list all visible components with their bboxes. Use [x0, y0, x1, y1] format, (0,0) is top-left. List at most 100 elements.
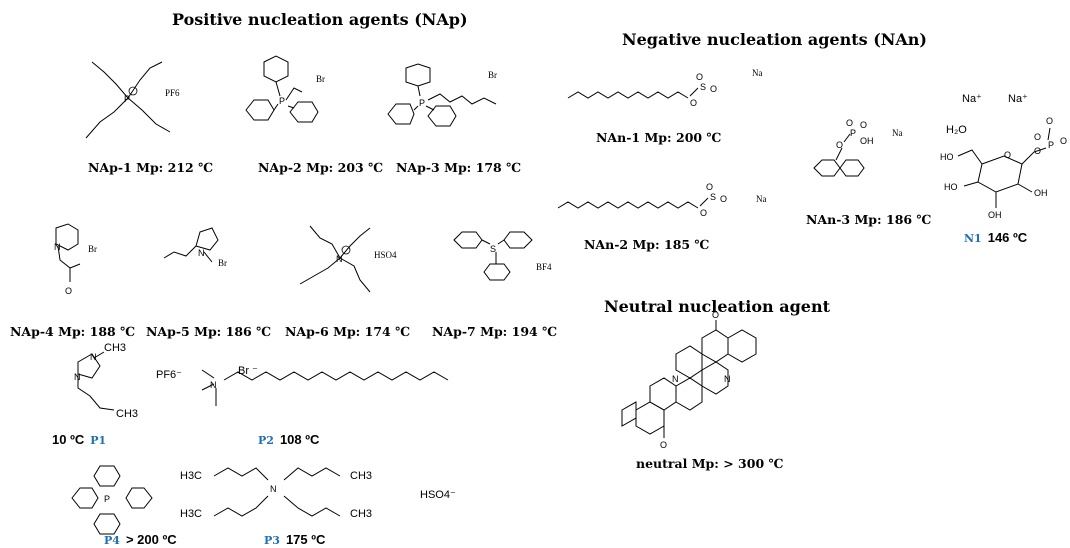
nap5-label: NAp-5 Mp: 186 ℃ — [146, 324, 272, 339]
p3-label: P3 175 ºC — [258, 532, 325, 547]
nap5-counterion: Br — [218, 258, 227, 268]
svg-text:HO: HO — [940, 152, 954, 162]
svg-text:N: N — [198, 248, 205, 258]
svg-text:HO: HO — [944, 182, 958, 192]
svg-text:N: N — [74, 372, 81, 382]
p3-h3c-top: H3C — [180, 470, 203, 482]
svg-text:P: P — [124, 94, 130, 104]
nap3-label: NAp-3 Mp: 178 ℃ — [396, 160, 522, 175]
nap2-label: NAp-2 Mp: 203 ℃ — [258, 160, 384, 175]
p1-temp: 10 ºC — [52, 432, 85, 447]
svg-text:O: O — [660, 440, 667, 450]
p2-temp: 108 ºC — [279, 432, 320, 447]
n1-code: N1 — [964, 232, 982, 245]
n1-water: H₂O — [946, 124, 967, 136]
svg-text:O: O — [706, 182, 713, 192]
p3-ch3-bottom: CH3 — [350, 508, 373, 520]
svg-text:N: N — [54, 242, 61, 252]
svg-text:OH: OH — [1034, 188, 1048, 198]
svg-text:O: O — [720, 194, 727, 204]
nap4-structure: N O — [54, 223, 81, 296]
n1-na-2: Na⁺ — [1008, 93, 1028, 105]
p4-structure: P — [71, 465, 153, 535]
p4-code: P4 — [104, 534, 120, 547]
p2-code: P2 — [258, 434, 274, 447]
svg-text:OH: OH — [988, 210, 1002, 220]
svg-text:P: P — [279, 96, 285, 106]
svg-text:O: O — [1034, 146, 1041, 156]
svg-text:O: O — [836, 140, 843, 150]
nan1-counterion: Na — [752, 68, 763, 78]
n1-label: N1 146 ºC — [958, 230, 1027, 245]
svg-text:O: O — [846, 118, 853, 128]
svg-text:OH: OH — [860, 136, 874, 146]
p1-code: P1 — [90, 434, 107, 447]
nap3-structure: P — [387, 63, 497, 127]
svg-text:S: S — [490, 244, 496, 254]
nap1-structure: P — [85, 61, 171, 139]
heading-positive: Positive nucleation agents (NAp) — [172, 10, 468, 29]
nan2-label: NAn-2 Mp: 185 ℃ — [584, 237, 710, 252]
svg-text:O: O — [710, 84, 717, 94]
p2-structure: N — [201, 369, 449, 406]
neutral-structure: O O N N — [621, 310, 757, 450]
svg-text:N: N — [724, 374, 731, 384]
svg-text:N: N — [270, 484, 277, 494]
p3-h3c-bottom: H3C — [180, 508, 203, 520]
svg-text:O: O — [1060, 136, 1067, 146]
svg-text:O: O — [860, 120, 867, 130]
svg-text:S: S — [700, 82, 706, 92]
nap2-structure: P — [245, 55, 319, 123]
svg-text:O: O — [1034, 132, 1041, 142]
nap6-structure: N — [299, 225, 371, 293]
nap5-structure: N — [163, 227, 219, 263]
nan1-structure: O S O O — [567, 72, 717, 108]
svg-text:O: O — [1004, 150, 1011, 160]
nan3-label: NAn-3 Mp: 186 ℃ — [806, 212, 932, 227]
nan3-counterion: Na — [892, 128, 903, 138]
nap6-label: NAp-6 Mp: 174 ℃ — [285, 324, 411, 339]
svg-text:O: O — [690, 98, 697, 108]
p4-label: P4 > 200 ºC — [98, 532, 177, 547]
n1-structure: HO O O P O O O HO OH OH — [940, 116, 1067, 220]
p3-structure: N — [213, 467, 341, 517]
nan2-structure: O S O O — [557, 182, 727, 218]
svg-text:S: S — [710, 192, 716, 202]
p1-structure: N N — [74, 351, 115, 411]
p1-counterion: PF6⁻ — [156, 369, 182, 381]
n1-temp: 146 ºC — [987, 230, 1028, 245]
svg-text:O: O — [696, 72, 703, 82]
n1-na-1: Na⁺ — [962, 93, 982, 105]
p3-ch3-top: CH3 — [350, 470, 373, 482]
neutral-label: neutral Mp: > 300 ℃ — [636, 456, 784, 471]
svg-text:N: N — [90, 352, 97, 362]
p3-temp: 175 ºC — [285, 532, 326, 547]
svg-text:O: O — [65, 286, 72, 296]
svg-text:P: P — [850, 128, 856, 138]
nap4-label: NAp-4 Mp: 188 ℃ — [10, 324, 136, 339]
p1-label: 10 ºC P1 — [52, 432, 112, 447]
p1-methyl: CH3 — [104, 342, 127, 354]
heading-neutral: Neutral nucleation agent — [604, 297, 831, 316]
p1-methyl-tail: CH3 — [116, 408, 139, 420]
svg-text:P: P — [1048, 140, 1054, 150]
p3-counterion: HSO4⁻ — [420, 489, 456, 501]
nan1-label: NAn-1 Mp: 200 ℃ — [596, 130, 722, 145]
nap3-counterion: Br — [488, 70, 497, 80]
svg-text:P: P — [419, 98, 425, 108]
nap1-label: NAp-1 Mp: 212 ℃ — [88, 160, 214, 175]
svg-text:N: N — [210, 380, 217, 390]
p3-code: P3 — [264, 534, 280, 547]
nap4-counterion: Br — [88, 244, 97, 254]
nap7-structure: S — [453, 231, 533, 281]
svg-text:N: N — [672, 374, 679, 384]
svg-text:O: O — [1046, 116, 1053, 126]
nap7-label: NAp-7 Mp: 194 ℃ — [432, 324, 558, 339]
svg-text:O: O — [700, 208, 707, 218]
svg-text:O: O — [712, 310, 719, 320]
svg-text:P: P — [104, 494, 110, 504]
nan3-structure: O P O O OH — [813, 118, 874, 177]
nap7-counterion: BF4 — [536, 262, 552, 272]
p4-temp: > 200 ºC — [125, 532, 177, 547]
